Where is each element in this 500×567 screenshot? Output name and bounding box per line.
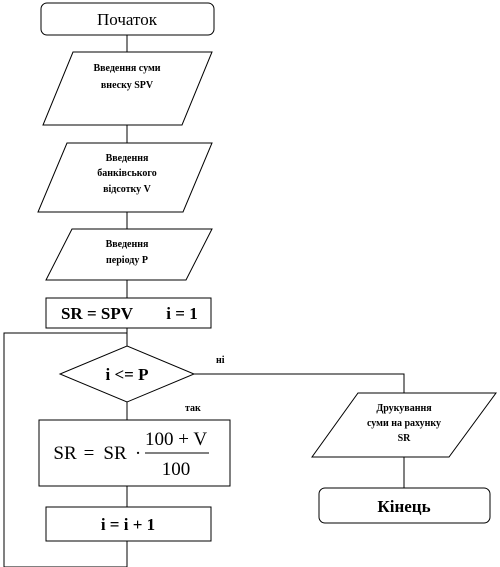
- increment-process: i = i + 1: [45, 506, 212, 542]
- end-terminal: Кінець: [318, 487, 491, 524]
- input-period-line2: періоду P: [106, 255, 148, 266]
- input-contribution-line1: Введення суми: [93, 63, 160, 74]
- input-rate-block: Введення банківського відсотку V: [37, 142, 213, 213]
- start-label: Початок: [97, 10, 158, 29]
- input-period-line1: Введення: [106, 239, 149, 250]
- condition-label: i <= P: [106, 365, 149, 384]
- update-sr-lhs: SR: [53, 443, 77, 464]
- start-terminal: Початок: [40, 2, 215, 36]
- init-process: SR = SPV i = 1: [45, 297, 212, 329]
- input-contribution-line2: внеску SPV: [101, 80, 154, 91]
- update-sr-factor: SR: [103, 443, 127, 464]
- condition-no-label: ні: [216, 355, 225, 366]
- end-label: Кінець: [377, 497, 430, 516]
- input-contribution-block: Введення суми внеску SPV: [42, 51, 213, 126]
- update-sr-numerator: 100 + V: [145, 429, 207, 450]
- print-sum-block: Друкування суми на рахунку SR: [311, 392, 497, 458]
- input-period-block: Введення періоду P: [45, 228, 213, 281]
- update-sr-denominator: 100: [162, 459, 191, 480]
- print-sum-line2: суми на рахунку: [367, 418, 441, 429]
- input-rate-line2: банківського: [97, 168, 156, 179]
- init-assign-i: i = 1: [166, 304, 197, 323]
- input-rate-line3: відсотку V: [103, 184, 152, 195]
- edge-condition-no: [194, 373, 405, 393]
- update-sr-dot: ·: [135, 443, 141, 464]
- condition-yes-label: так: [185, 403, 201, 414]
- update-sr-eq: =: [84, 443, 95, 464]
- condition-diamond: i <= P: [58, 345, 196, 403]
- init-assign-sr: SR = SPV: [61, 304, 134, 323]
- increment-label: i = i + 1: [101, 515, 155, 534]
- print-sum-line3: SR: [398, 433, 412, 444]
- update-sr-process: SR = SR · 100 + V 100: [38, 419, 231, 487]
- print-sum-line1: Друкування: [376, 403, 432, 414]
- edge-loop-back: [3, 332, 128, 567]
- input-rate-line1: Введення: [106, 153, 149, 164]
